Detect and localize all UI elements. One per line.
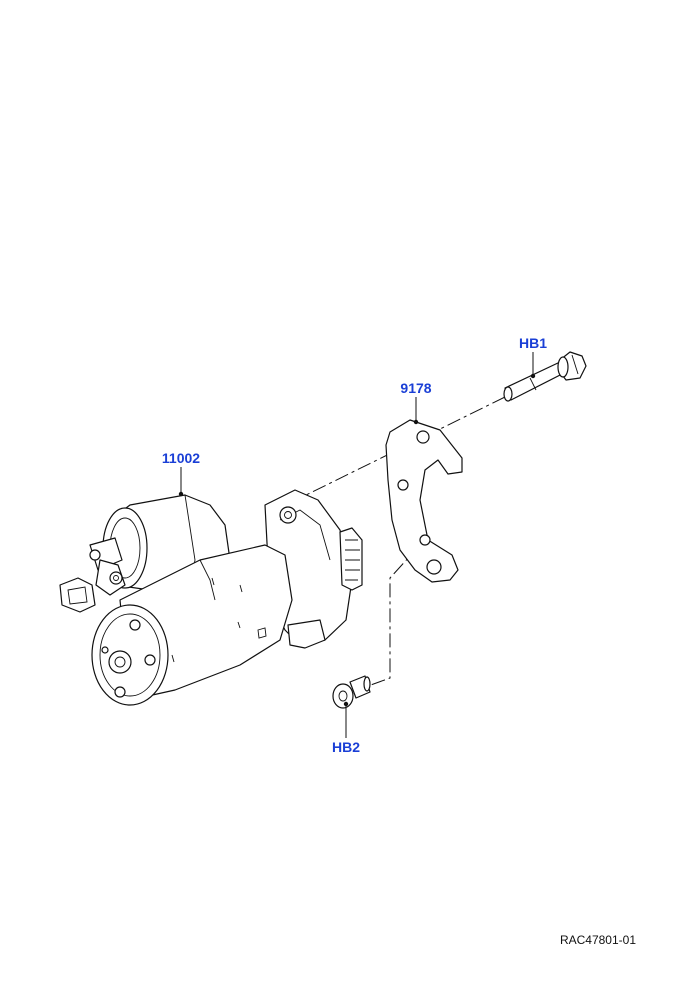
drawing-reference: RAC47801-01 bbox=[560, 933, 636, 947]
bolt-hb1 bbox=[503, 351, 587, 402]
callout-9178: 9178 bbox=[400, 380, 431, 396]
centerline-hb2 bbox=[367, 544, 421, 687]
callout-hb2: HB2 bbox=[332, 739, 360, 755]
callout-11002: 11002 bbox=[162, 450, 200, 466]
mounting-bracket bbox=[385, 419, 463, 583]
starter-motor bbox=[59, 489, 363, 706]
callout-hb1: HB1 bbox=[519, 335, 547, 351]
bolt-hb2 bbox=[332, 675, 371, 709]
centerline-hb1 bbox=[299, 396, 506, 499]
